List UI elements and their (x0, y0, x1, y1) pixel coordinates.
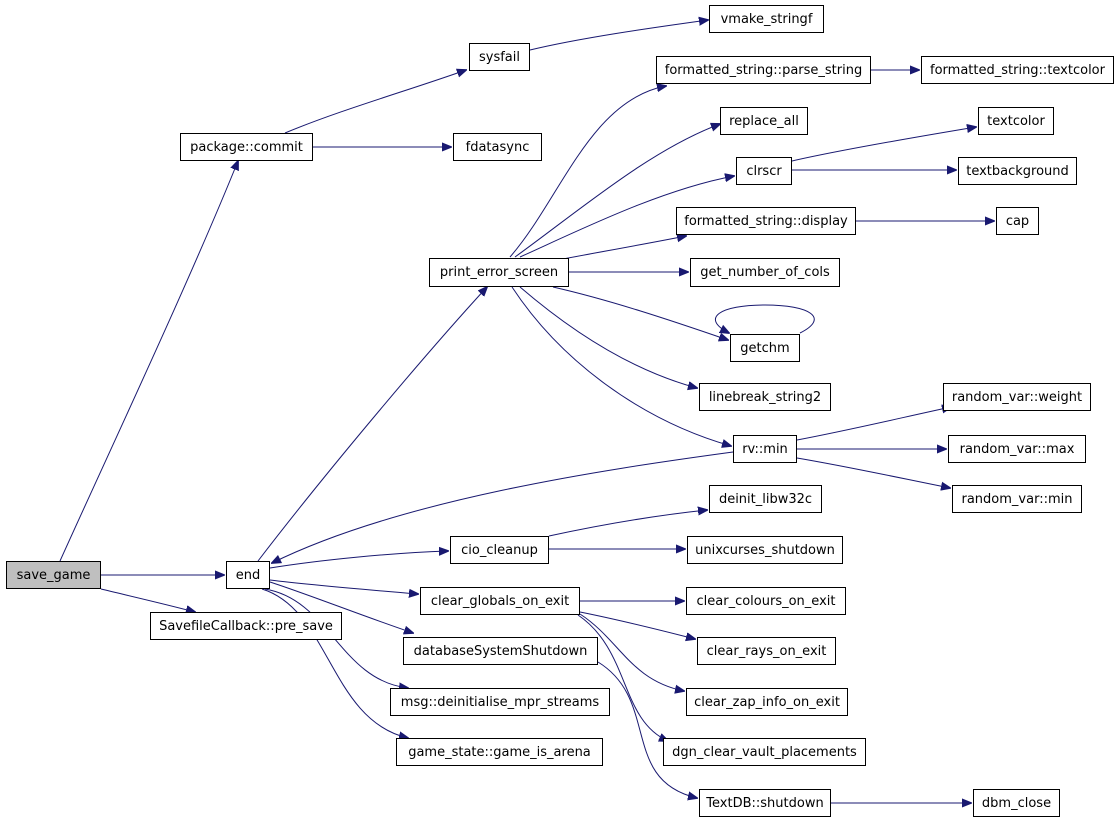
edge-rv-min-to-random-min (796, 457, 950, 488)
edge-globals-to-rays (579, 611, 695, 639)
edge-print-error-to-rv-min (511, 286, 731, 446)
node-cio-cleanup[interactable]: cio_cleanup (450, 536, 549, 564)
edge-sysfail-to-vmake (529, 20, 708, 51)
edge-end-to-game-is-arena (261, 588, 408, 738)
edge-rv-min-to-weight (796, 407, 951, 441)
node-fs-display[interactable]: formatted_string::display (676, 207, 856, 235)
node-end[interactable]: end (226, 561, 270, 589)
node-parse-string[interactable]: formatted_string::parse_string (656, 56, 871, 84)
edge-print-error-to-getchm (552, 286, 728, 340)
node-random-var-min[interactable]: random_var::min (952, 485, 1082, 513)
node-clrscr[interactable]: clrscr (736, 157, 792, 185)
edge-commit-to-sysfail (284, 70, 466, 134)
node-deinit-libw32c[interactable]: deinit_libw32c (709, 485, 822, 513)
node-dbm-close[interactable]: dbm_close (973, 789, 1060, 817)
node-rv-min[interactable]: rv::min (733, 435, 797, 463)
edge-getchm-self (715, 304, 815, 333)
edge-end-to-db-shutdown (269, 581, 413, 633)
edge-rv-min-to-end (272, 451, 734, 563)
node-textcolor[interactable]: textcolor (978, 107, 1054, 135)
edge-save-game-to-package-commit (59, 161, 238, 562)
node-savefile-pre-save[interactable]: SavefileCallback::pre_save (150, 612, 342, 640)
edge-db-to-textdb (597, 661, 697, 798)
edge-end-to-clear-globals (269, 579, 418, 594)
node-fs-textcolor[interactable]: formatted_string::textcolor (921, 56, 1114, 84)
node-dgn-clear-vault-placements[interactable]: dgn_clear_vault_placements (663, 738, 866, 766)
node-getchm[interactable]: getchm (730, 334, 800, 362)
edge-globals-to-dgn (577, 614, 668, 741)
edge-print-error-to-clrscr (519, 176, 734, 258)
node-sysfail[interactable]: sysfail (469, 43, 530, 71)
node-game-is-arena[interactable]: game_state::game_is_arena (396, 738, 603, 766)
node-msg-deinitialise-mpr-streams[interactable]: msg::deinitialise_mpr_streams (390, 688, 610, 716)
node-package-commit[interactable]: package::commit (180, 133, 313, 161)
node-cap[interactable]: cap (996, 207, 1039, 235)
node-random-var-max[interactable]: random_var::max (948, 435, 1086, 463)
node-clear-colours-on-exit[interactable]: clear_colours_on_exit (686, 587, 846, 615)
edge-clrscr-to-textcolor (791, 127, 976, 162)
node-clear-rays-on-exit[interactable]: clear_rays_on_exit (697, 637, 836, 665)
node-random-var-weight[interactable]: random_var::weight (943, 383, 1091, 411)
edge-end-to-cio-cleanup (269, 551, 448, 569)
node-vmake-stringf[interactable]: vmake_stringf (709, 5, 824, 33)
node-save-game: save_game (6, 561, 101, 589)
edge-globals-to-zap (579, 613, 684, 691)
node-linebreak-string2[interactable]: linebreak_string2 (699, 383, 831, 411)
edge-save-game-to-pre-save (100, 588, 195, 612)
node-print-error-screen[interactable]: print_error_screen (429, 258, 569, 287)
node-database-system-shutdown[interactable]: databaseSystemShutdown (403, 637, 598, 665)
node-clear-zap-info-on-exit[interactable]: clear_zap_info_on_exit (686, 688, 848, 716)
node-unixcurses-shutdown[interactable]: unixcurses_shutdown (687, 536, 843, 564)
node-replace-all[interactable]: replace_all (720, 107, 808, 135)
edge-print-error-to-linebreak (519, 286, 697, 388)
edge-print-error-to-parse-string (509, 86, 666, 258)
edge-print-error-to-replace-all (514, 124, 720, 258)
node-textdb-shutdown[interactable]: TextDB::shutdown (699, 789, 831, 817)
edge-cio-to-deinit (548, 510, 707, 537)
edge-end-to-print-error (257, 287, 487, 562)
node-get-number-of-cols[interactable]: get_number_of_cols (690, 258, 840, 287)
edge-print-error-to-fs-display (562, 236, 686, 260)
node-fdatasync[interactable]: fdatasync (453, 133, 542, 161)
node-textbackground[interactable]: textbackground (958, 157, 1077, 185)
node-clear-globals-on-exit[interactable]: clear_globals_on_exit (420, 587, 580, 615)
